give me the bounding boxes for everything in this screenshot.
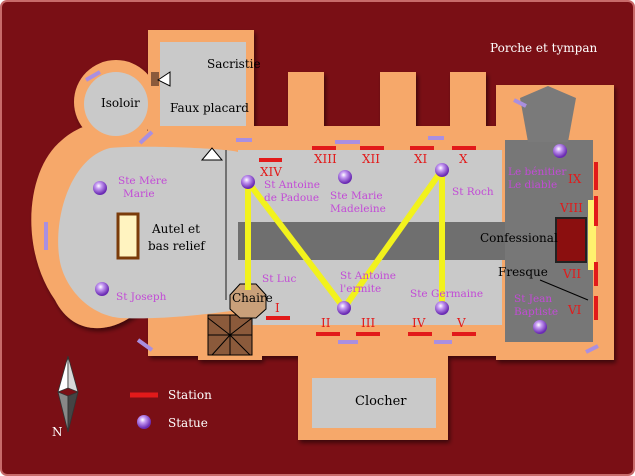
sacristie-label: Sacristie [207, 57, 261, 71]
nave-band [238, 222, 508, 260]
autel-label-2: bas relief [148, 239, 206, 253]
station-label-8: VIII [559, 201, 583, 215]
door-swing-icon [157, 71, 171, 87]
chaire-pulpit [229, 283, 267, 319]
isoloir-label: Isoloir [101, 96, 140, 110]
mere-marie-label-1: Ste Mère [118, 175, 167, 187]
windows [44, 70, 599, 354]
mere-marie-label-2: Marie [123, 188, 155, 200]
legend-station-label: Station [168, 388, 212, 402]
station-label-7: VII [562, 267, 581, 281]
jean-baptiste-label-1: St Jean [514, 293, 552, 305]
fresque-pointer [539, 279, 589, 301]
luc-label: St Luc [262, 273, 296, 285]
legend: Station Statue [130, 388, 212, 430]
statue-roch[interactable] [435, 163, 449, 177]
station-label-5: V [456, 316, 466, 330]
joseph-label: St Joseph [116, 291, 167, 303]
statue-benitier[interactable] [553, 144, 567, 158]
autel-label-1: Autel et [151, 222, 200, 236]
altar [116, 212, 140, 260]
fresque-strip [588, 200, 596, 270]
statues [93, 144, 567, 334]
statue-antoine-ermite[interactable] [337, 301, 351, 315]
clocher-label: Clocher [355, 394, 407, 409]
germaine-label: Ste Germaine [410, 288, 483, 300]
legend-statue-swatch [137, 415, 151, 429]
station-label-9: IX [568, 172, 582, 186]
station-label-1: I [275, 301, 280, 315]
benitier-label-2: Le diable [508, 179, 557, 191]
fresque-label: Fresque [498, 265, 548, 279]
stations [259, 146, 598, 336]
station-label-2: II [321, 316, 331, 330]
chaire-steps [207, 314, 253, 356]
porche-label: Porche et tympan [490, 41, 597, 55]
marie-madeleine-label-2: Madeleine [330, 203, 386, 215]
station-label-12: XII [362, 152, 380, 166]
antoine-padoue-label-2: de Padoue [264, 192, 319, 204]
statue-germaine[interactable] [435, 301, 449, 315]
statue-marie-madeleine[interactable] [338, 170, 352, 184]
chaire-label: Chaire [232, 291, 273, 305]
roch-label: St Roch [452, 186, 494, 198]
compass-north-label: N [52, 425, 63, 439]
antoine-padoue-label-1: St Antoine [264, 179, 320, 191]
station-label-6: VI [567, 303, 582, 317]
station-label-11: XI [414, 152, 428, 166]
faux-placard-label: Faux placard [170, 101, 249, 115]
statue-mere-marie[interactable] [93, 181, 107, 195]
antoine-ermite-label-2: l'ermite [340, 283, 381, 295]
door-swing-icon-2 [200, 147, 224, 161]
porch-tower [520, 86, 576, 142]
compass-arrow-icon [57, 355, 79, 433]
jean-baptiste-label-2: Baptiste [514, 306, 558, 318]
antoine-ermite-label-1: St Antoine [340, 270, 396, 282]
station-label-4: IV [412, 316, 426, 330]
faux-placard-box [151, 72, 159, 86]
confessional-label: Confessional [480, 231, 558, 245]
station-label-14: XIV [260, 165, 282, 179]
station-label-10: X [459, 152, 468, 166]
marie-madeleine-label-1: Ste Marie [330, 190, 383, 202]
station-label-3: III [361, 316, 375, 330]
station-label-13: XIII [314, 152, 337, 166]
legend-statue-label: Statue [168, 416, 208, 430]
benitier-label-1: Le bénitier [508, 166, 567, 178]
statue-antoine-padoue[interactable] [241, 175, 255, 189]
statue-jean-baptiste[interactable] [533, 320, 547, 334]
confessional-box [555, 217, 587, 263]
statue-joseph[interactable] [95, 282, 109, 296]
